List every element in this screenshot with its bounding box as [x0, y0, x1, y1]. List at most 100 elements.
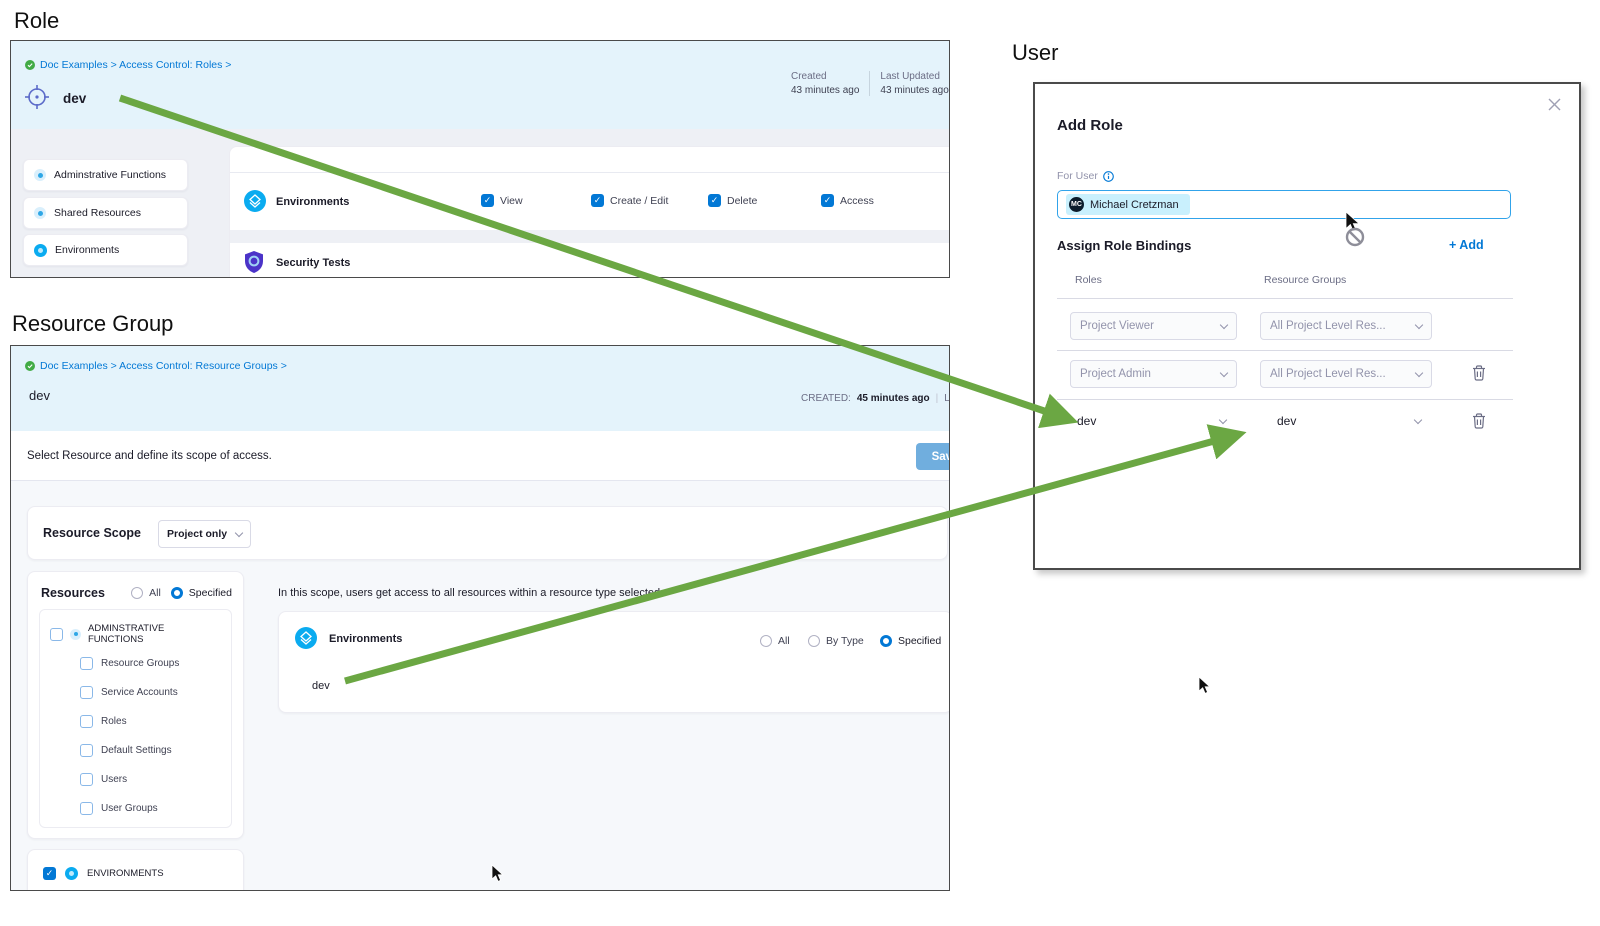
env-radio-by-type[interactable]: By Type: [808, 635, 864, 647]
chevron-down-icon: [1414, 368, 1424, 377]
for-user-input[interactable]: MC Michael Cretzman: [1057, 190, 1511, 219]
sidebar-item-shared-resources[interactable]: Shared Resources: [23, 197, 188, 229]
environments-icon: [244, 190, 266, 217]
tree-item-service-accounts[interactable]: Service Accounts: [40, 678, 231, 707]
info-icon[interactable]: [1103, 170, 1114, 182]
role-dropdown[interactable]: Project Viewer: [1070, 312, 1237, 340]
resource-group-dropdown[interactable]: All Project Level Res...: [1260, 360, 1432, 388]
resource-group-panel: Doc Examples > Access Control: Resource …: [10, 345, 950, 891]
env-radio-all[interactable]: All: [760, 635, 790, 647]
user-name: Michael Cretzman: [1090, 198, 1179, 211]
resource-category-icon: [70, 628, 81, 640]
radio-unselected-icon[interactable]: [131, 587, 144, 599]
checkbox-checked-icon[interactable]: ✓: [591, 194, 604, 207]
close-icon[interactable]: [1547, 97, 1562, 117]
resource-scope-dropdown[interactable]: Project only: [158, 520, 251, 548]
created-value: 43 minutes ago: [791, 85, 860, 96]
tree-item-default-settings[interactable]: Default Settings: [40, 736, 231, 765]
tree-item-users[interactable]: Users: [40, 765, 231, 794]
permission-label: View: [500, 194, 523, 207]
checkbox-unchecked-icon[interactable]: [80, 773, 93, 786]
tree-item-user-groups[interactable]: User Groups: [40, 794, 231, 823]
radio-selected-icon[interactable]: [880, 635, 892, 647]
sidebar-item-label: Adminstrative Functions: [54, 169, 167, 181]
resources-header: Resources All Specified: [28, 572, 243, 609]
radio-selected-icon[interactable]: [170, 587, 183, 599]
delete-binding-icon[interactable]: [1470, 412, 1488, 430]
for-user-label: For User: [1057, 170, 1098, 182]
radio-unselected-icon[interactable]: [760, 635, 772, 647]
permission-access[interactable]: ✓ Access: [821, 194, 874, 207]
permissions-row-partial: [230, 147, 949, 173]
role-dropdown[interactable]: Project Admin: [1070, 360, 1237, 388]
tree-parent-administrative-functions[interactable]: ADMINSTRATIVE FUNCTIONS: [40, 619, 231, 649]
radio-label: Specified: [188, 587, 232, 599]
role-meta: Created 43 minutes ago Last Updated 43 m…: [791, 71, 949, 96]
assign-role-bindings-label: Assign Role Bindings: [1057, 238, 1192, 253]
checkbox-checked-icon[interactable]: ✓: [708, 194, 721, 207]
checkbox-unchecked-icon[interactable]: [80, 715, 93, 728]
breadcrumb[interactable]: Doc Examples > Access Control: Resource …: [25, 360, 287, 372]
resource-group-meta: CREATED: 45 minutes ago | LAST UPDATED:: [801, 393, 949, 404]
sidebar-item-administrative-functions[interactable]: Adminstrative Functions: [23, 159, 188, 191]
environments-group-card[interactable]: ✓ ENVIRONMENTS: [27, 849, 244, 890]
chevron-down-icon: [1219, 368, 1229, 377]
checkbox-unchecked-icon[interactable]: [80, 744, 93, 757]
checkbox-unchecked-icon[interactable]: [80, 657, 93, 670]
chevron-down-icon: [234, 528, 244, 537]
created-label: CREATED:: [801, 393, 851, 404]
breadcrumb-text[interactable]: Doc Examples > Access Control: Roles >: [40, 59, 232, 71]
resource-group-dropdown[interactable]: All Project Level Res...: [1260, 312, 1432, 340]
checkbox-checked-icon[interactable]: ✓: [481, 194, 494, 207]
checkbox-unchecked-icon[interactable]: [80, 802, 93, 815]
role-header: Doc Examples > Access Control: Roles > d…: [11, 41, 949, 129]
permission-create-edit[interactable]: ✓ Create / Edit: [591, 194, 668, 207]
permission-delete[interactable]: ✓ Delete: [708, 194, 757, 207]
checkbox-checked-icon[interactable]: ✓: [43, 866, 56, 880]
role-section-title: Role: [14, 8, 60, 33]
sidebar-item-environments[interactable]: Environments: [23, 234, 188, 266]
user-chip[interactable]: MC Michael Cretzman: [1066, 194, 1190, 215]
tree-item-label: Roles: [101, 716, 127, 727]
security-tests-shield-icon: [244, 250, 264, 277]
checkbox-checked-icon[interactable]: ✓: [821, 194, 834, 207]
breadcrumb-text[interactable]: Doc Examples > Access Control: Resource …: [40, 360, 287, 372]
permission-resource-label: Security Tests: [276, 257, 351, 269]
user-section-title: User: [1012, 40, 1059, 65]
created-value: 45 minutes ago: [856, 393, 930, 404]
delete-binding-icon[interactable]: [1470, 364, 1488, 382]
resource-group-name: dev: [29, 388, 50, 403]
row-gap: [230, 230, 949, 243]
environments-group-label: ENVIRONMENTS: [87, 867, 164, 879]
radio-label: All: [778, 635, 790, 647]
resource-group-dropdown-value[interactable]: dev: [1277, 414, 1297, 428]
save-button[interactable]: Save: [916, 443, 949, 470]
project-icon: [25, 60, 35, 70]
env-radio-specified[interactable]: Specified: [880, 635, 941, 647]
chevron-down-icon[interactable]: [1413, 415, 1423, 425]
role-name: dev: [63, 91, 87, 106]
permission-view[interactable]: ✓ View: [481, 194, 523, 207]
add-binding-button[interactable]: + Add: [1449, 238, 1484, 252]
resources-radio-all[interactable]: All: [131, 587, 161, 599]
resource-scope-value: Project only: [167, 528, 228, 540]
resource-group-dropdown-value: All Project Level Res...: [1270, 320, 1386, 332]
breadcrumb[interactable]: Doc Examples > Access Control: Roles >: [25, 59, 231, 71]
chevron-down-icon: [1219, 320, 1229, 329]
checkbox-unchecked-icon[interactable]: [50, 627, 63, 641]
chevron-down-icon[interactable]: [1218, 415, 1228, 425]
checkbox-unchecked-icon[interactable]: [80, 686, 93, 699]
permissions-card: Environments ✓ View ✓ Create / Edit ✓ De…: [229, 146, 949, 277]
resource-group-toolbar: Select Resource and define its scope of …: [11, 431, 949, 481]
permission-label: Delete: [727, 194, 758, 207]
tree-item-resource-groups[interactable]: Resource Groups: [40, 649, 231, 678]
column-header-roles: Roles: [1075, 274, 1102, 286]
radio-unselected-icon[interactable]: [808, 635, 820, 647]
selected-environment-value: dev: [312, 680, 330, 692]
role-dropdown-value[interactable]: dev: [1077, 414, 1097, 428]
role-panel: Doc Examples > Access Control: Roles > d…: [10, 40, 950, 278]
tree-item-roles[interactable]: Roles: [40, 707, 231, 736]
resource-scope-card: Resource Scope Project only: [27, 506, 948, 560]
resources-radio-specified[interactable]: Specified: [170, 587, 232, 599]
environments-scope-label: Environments: [329, 633, 403, 645]
